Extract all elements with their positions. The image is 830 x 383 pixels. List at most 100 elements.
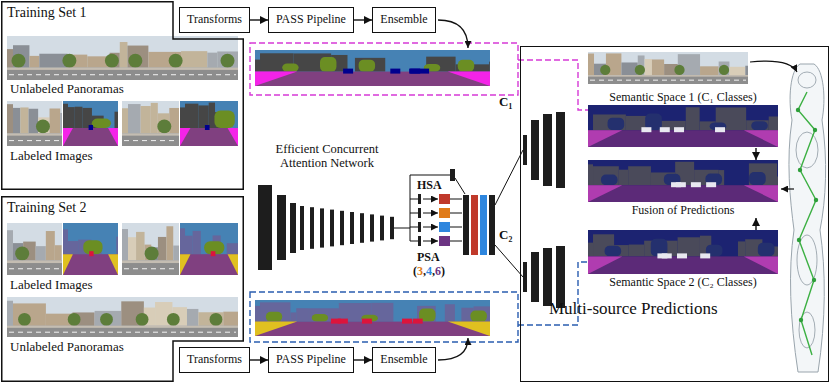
photo bbox=[7, 101, 62, 146]
photo-part bbox=[7, 68, 238, 80]
segment bbox=[706, 182, 716, 187]
layer-block bbox=[439, 236, 450, 246]
segment bbox=[448, 322, 490, 336]
segment bbox=[715, 127, 725, 132]
link-line bbox=[423, 227, 438, 228]
segment bbox=[588, 185, 778, 202]
photo-part bbox=[158, 237, 166, 261]
photo-part bbox=[588, 75, 748, 77]
photo-part bbox=[7, 36, 238, 80]
photo-part bbox=[7, 230, 13, 260]
segment bbox=[198, 105, 208, 128]
arrow-connector bbox=[250, 359, 268, 360]
box-label: Ensemble bbox=[380, 353, 427, 367]
photo-part bbox=[36, 246, 46, 260]
segment bbox=[588, 105, 778, 147]
link-line bbox=[450, 241, 462, 242]
segment bbox=[588, 256, 778, 274]
module-label: PSA bbox=[417, 251, 440, 265]
photo-part bbox=[588, 54, 594, 75]
box-label: Transforms bbox=[187, 353, 242, 367]
segment bbox=[629, 245, 644, 257]
segmentation-map bbox=[63, 223, 118, 275]
segment bbox=[266, 312, 282, 322]
prediction-map: Semantic Space 1 (C₁ Classes) bbox=[588, 90, 778, 148]
segment bbox=[255, 72, 297, 86]
scale-digit: 4 bbox=[426, 264, 432, 278]
segment bbox=[205, 125, 210, 130]
process-box: PASS Pipeline bbox=[268, 7, 354, 33]
photo-part bbox=[7, 260, 62, 263]
box-label: Transforms bbox=[187, 13, 242, 27]
layer-block bbox=[277, 195, 286, 260]
segment bbox=[758, 243, 775, 257]
photo-part bbox=[7, 326, 238, 337]
photo-part bbox=[122, 101, 179, 146]
robot-dot bbox=[814, 198, 818, 202]
photo-part bbox=[223, 312, 238, 326]
segment bbox=[255, 322, 490, 336]
photo-part bbox=[221, 54, 235, 68]
photo-part bbox=[151, 103, 158, 133]
photo-part bbox=[729, 67, 745, 75]
photo-part bbox=[122, 260, 179, 275]
link-line bbox=[410, 199, 418, 200]
segment bbox=[769, 116, 778, 130]
segmentation-map bbox=[588, 105, 778, 147]
prediction-image bbox=[588, 160, 778, 202]
segmentation-map bbox=[255, 50, 490, 86]
photo-part bbox=[590, 80, 746, 81]
photo-part bbox=[217, 51, 238, 67]
box-label: PASS Pipeline bbox=[276, 13, 346, 27]
segment bbox=[749, 163, 777, 185]
process-box: Ensemble bbox=[372, 7, 436, 33]
link-line bbox=[450, 227, 462, 228]
scale-digit: ( bbox=[413, 264, 417, 278]
segment bbox=[744, 130, 778, 147]
panel-title: Training Set 1 bbox=[7, 5, 87, 21]
prediction-image bbox=[588, 230, 778, 274]
segment bbox=[674, 127, 684, 132]
layer-block bbox=[360, 213, 364, 243]
segment bbox=[214, 111, 234, 128]
flow-arrow bbox=[438, 20, 468, 48]
segment bbox=[255, 306, 260, 322]
segment bbox=[255, 300, 490, 336]
image-caption: Unlabeled Panoramas bbox=[10, 82, 124, 97]
arrow-connector bbox=[354, 359, 372, 360]
photo-part bbox=[210, 313, 223, 326]
photo-part bbox=[128, 237, 136, 260]
segment bbox=[777, 177, 778, 186]
segment bbox=[63, 101, 118, 146]
process-box: Transforms bbox=[179, 347, 250, 373]
segment bbox=[744, 256, 778, 274]
segment bbox=[751, 121, 768, 130]
link-line bbox=[423, 241, 438, 242]
link-line bbox=[450, 199, 462, 200]
photo-part bbox=[122, 223, 179, 275]
photo-part bbox=[588, 52, 748, 84]
photo-part bbox=[635, 65, 645, 75]
photo-part bbox=[60, 113, 62, 133]
photo-part bbox=[7, 223, 62, 275]
segment bbox=[185, 236, 193, 254]
segment bbox=[588, 256, 622, 274]
segment bbox=[489, 62, 491, 72]
segment bbox=[228, 254, 238, 275]
segment bbox=[180, 128, 190, 146]
segment bbox=[413, 319, 423, 324]
flow-arrow bbox=[750, 61, 797, 72]
photo-part bbox=[62, 54, 76, 68]
segment bbox=[296, 308, 308, 321]
dashed-frame bbox=[250, 292, 518, 342]
segment bbox=[68, 241, 78, 254]
photo-part bbox=[68, 313, 81, 326]
segment bbox=[68, 107, 75, 128]
segment bbox=[75, 107, 83, 128]
link-line bbox=[495, 150, 523, 205]
layer-block bbox=[450, 169, 455, 181]
segment bbox=[180, 254, 190, 275]
segment bbox=[331, 319, 341, 324]
segment bbox=[355, 58, 385, 72]
flow-arrow bbox=[781, 188, 794, 189]
